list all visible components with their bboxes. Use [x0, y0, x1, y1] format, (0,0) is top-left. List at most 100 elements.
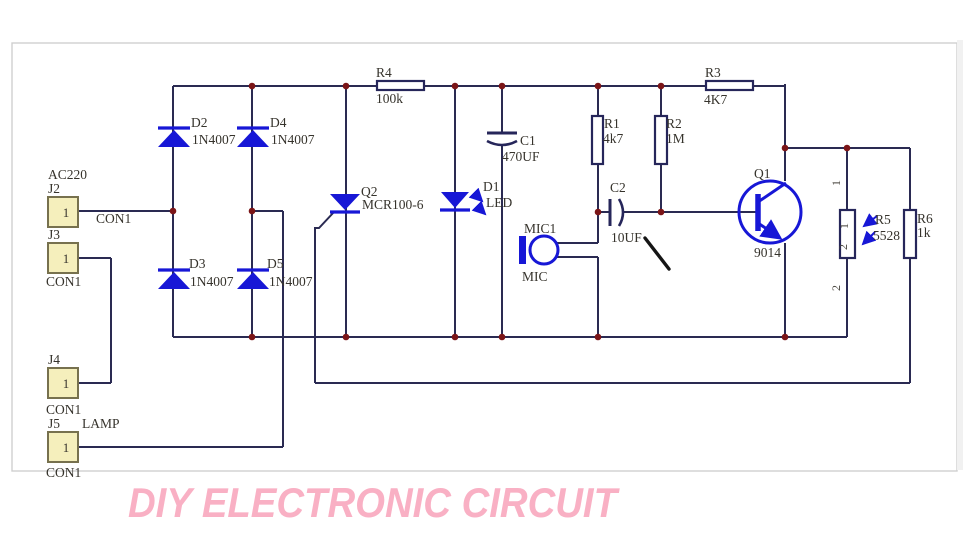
- light-arrow: [862, 213, 878, 228]
- stray-mark: [643, 236, 671, 271]
- microphone-mic1: MIC1 MIC: [519, 221, 560, 284]
- led-d1: D1 LED: [440, 179, 512, 216]
- diode-ref: D2: [191, 115, 208, 130]
- resistor-ref: R4: [376, 65, 392, 80]
- connector-type: CON1: [96, 211, 131, 226]
- resistor-body: [704, 79, 755, 92]
- connector-ref: J3: [48, 227, 60, 242]
- transistor-q1: Q1 9014: [737, 166, 803, 260]
- capacitor-c1: C1 470UF: [486, 131, 540, 164]
- scr-gate-wire: [314, 211, 335, 383]
- capacitor-value: 10UF: [611, 230, 642, 245]
- light-arrow: [861, 230, 877, 246]
- connector-type: CON1: [46, 274, 81, 289]
- diode-d4: D4 1N4007: [237, 115, 315, 147]
- resistor-r4: R4 100k: [375, 65, 426, 106]
- transistor-value: 9014: [754, 245, 781, 260]
- sheet-edge-shade: [957, 40, 963, 470]
- resistor-r3: R3 4K7: [704, 65, 755, 107]
- resistor-ref: R6: [917, 211, 933, 226]
- resistor-body: [375, 79, 426, 92]
- net-label-ac220: AC220: [48, 167, 87, 182]
- connector-pin-number: 1: [63, 205, 70, 220]
- resistor-value: 4k7: [603, 131, 624, 146]
- resistor-ref: R1: [604, 116, 620, 131]
- resistor-body: [590, 114, 605, 166]
- resistor-value: 1M: [666, 131, 685, 146]
- connector-type: CON1: [46, 465, 81, 480]
- resistor-value: 4K7: [704, 92, 727, 107]
- scr-ref: Q2: [361, 184, 378, 199]
- scr-q2: Q2 MCR100-6: [330, 184, 424, 214]
- connector-box: [47, 431, 79, 463]
- photoresistor-r5: 1 2 1 2 R5 5528: [829, 180, 900, 291]
- led-emission-arrow: [471, 200, 487, 216]
- resistor-value: 100k: [376, 91, 403, 106]
- transistor-collector: [757, 181, 787, 204]
- capacitor-curved-plate: [617, 198, 625, 227]
- diode-ref: D4: [270, 115, 287, 130]
- diode-d5: D5 1N4007: [237, 256, 313, 289]
- connector-type: CON1: [46, 402, 81, 417]
- connector-ref: J5: [48, 416, 60, 431]
- resistor-body: [653, 114, 669, 166]
- connector-ref: J2: [48, 181, 60, 196]
- connector-pin-number: 1: [63, 376, 70, 391]
- sheet-border: [11, 42, 958, 472]
- mic-value: MIC: [522, 269, 548, 284]
- diode-value: 1N4007: [269, 274, 313, 289]
- capacitor-ref: C2: [610, 180, 626, 195]
- connector-j5: 1 J5 LAMP CON1: [46, 416, 120, 480]
- resistor-value: 5528: [873, 228, 900, 243]
- diode-d3: D3 1N4007: [158, 256, 234, 289]
- capacitor-c2: C2 10UF: [608, 180, 642, 245]
- junction-dots: [169, 82, 851, 341]
- diode-symbol: [158, 130, 190, 147]
- mic-element-bar: [519, 236, 526, 264]
- resistor-value: 1k: [917, 225, 931, 240]
- connector-j4: 1 J4 CON1: [46, 352, 81, 417]
- diode-symbol: [237, 130, 269, 147]
- diode-symbol: [158, 272, 190, 289]
- watermark-text: DIY ELECTRONIC CIRCUIT: [128, 479, 620, 526]
- diode-ref: D3: [189, 256, 206, 271]
- resistor-pin-number: 1: [837, 223, 851, 229]
- capacitor-curved-plate: [486, 139, 518, 147]
- led-symbol: [441, 192, 469, 208]
- connector-pin-number: 1: [63, 440, 70, 455]
- led-value: LED: [486, 195, 512, 210]
- resistor-ref: R3: [705, 65, 721, 80]
- scr-symbol: [330, 194, 360, 210]
- resistor-body: [838, 208, 857, 260]
- transistor-body: [737, 179, 803, 245]
- resistor-ref: R5: [875, 212, 891, 227]
- mic-symbol: [528, 234, 560, 266]
- diode-value: 1N4007: [192, 132, 236, 147]
- diode-ref: D5: [267, 256, 284, 271]
- mic-ref: MIC1: [524, 221, 556, 236]
- diode-value: 1N4007: [271, 132, 315, 147]
- connector-j2: 1 AC220 J2 CON1: [47, 167, 131, 228]
- diode-d2: D2 1N4007: [158, 115, 236, 147]
- resistor-ref: R2: [666, 116, 682, 131]
- connector-box: [47, 196, 79, 228]
- diode-symbol: [237, 272, 269, 289]
- net-label-lamp: LAMP: [82, 416, 120, 431]
- resistor-pin-number: 2: [836, 244, 850, 250]
- resistor-body: [902, 208, 918, 260]
- transistor-emitter-arrow: [757, 219, 783, 240]
- connector-box: [47, 242, 79, 274]
- capacitor-ref: C1: [520, 133, 536, 148]
- resistor-pin-number: 1: [829, 180, 843, 186]
- connector-box: [47, 367, 79, 399]
- transistor-ref: Q1: [754, 166, 771, 181]
- led-ref: D1: [483, 179, 500, 194]
- resistor-r1: R1 4k7: [590, 114, 624, 166]
- scr-value: MCR100-6: [362, 197, 424, 212]
- resistor-r2: R2 1M: [653, 114, 685, 166]
- connector-ref: J4: [48, 352, 60, 367]
- capacitor-value: 470UF: [502, 149, 540, 164]
- connector-j3: 1 J3 CON1: [46, 227, 81, 289]
- resistor-r6: R6 1k: [902, 208, 933, 260]
